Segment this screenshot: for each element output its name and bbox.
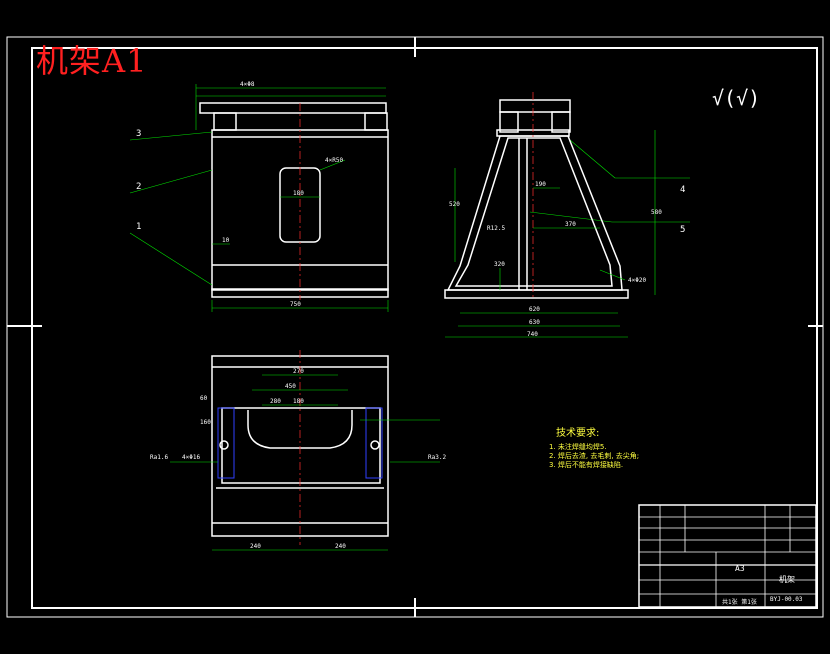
side-dim-c: 370 (565, 221, 576, 228)
top-dim-b: 450 (285, 383, 296, 390)
side-dim-base: 630 (529, 319, 540, 326)
title-block (638, 504, 817, 608)
side-dim-r: R12.5 (487, 225, 505, 232)
title-block-paper-size: A3 (735, 564, 745, 573)
side-dim-inner: 620 (529, 306, 540, 313)
front-dim-width: 750 (290, 301, 301, 308)
balloon-1: 1 (136, 222, 141, 232)
tech-req-item: 1. 未注焊缝均焊5. (549, 442, 607, 451)
top-view-dimensions (170, 374, 440, 551)
title-block-sheet: 共1张 第1张 (722, 598, 757, 606)
front-dim-top: 4×Φ8 (240, 81, 255, 88)
front-dim-left: 10 (222, 237, 230, 244)
top-dim-rough1: Ra1.6 (150, 454, 168, 461)
top-dim-e: 160 (200, 419, 211, 426)
sheet-inner-frame (31, 47, 818, 609)
sheet-outer-border (6, 36, 824, 618)
side-base-plate (444, 289, 629, 299)
side-top-plate (499, 99, 571, 113)
front-view (199, 102, 389, 300)
side-view-dimensions (445, 130, 656, 338)
top-dim-f: 60 (200, 395, 208, 402)
top-dim-hole1: 4×Φ16 (182, 454, 200, 461)
side-dim-overall: 740 (527, 331, 538, 338)
top-dim-c: 280 (270, 398, 281, 405)
side-dim-h2: 320 (494, 261, 505, 268)
balloon-2: 2 (136, 182, 141, 192)
front-view-dimensions (195, 84, 389, 312)
top-view-hatch (217, 407, 383, 479)
balloon-3: 3 (136, 129, 141, 139)
tech-req-item: 3. 焊后不能有焊接缺陷. (549, 460, 623, 469)
front-top-plate (199, 102, 387, 114)
top-dim-rough2: Ra3.2 (428, 454, 446, 461)
top-view (211, 350, 389, 545)
top-dim-left: 240 (250, 543, 261, 550)
front-dim-opening: 180 (293, 190, 304, 197)
tech-req-heading: 技术要求: (556, 426, 599, 439)
side-dim-height: 580 (651, 209, 662, 216)
tech-req-item: 2. 焊后去渣, 去毛刺, 去尖角; (549, 451, 639, 460)
side-dim-mid: 520 (449, 201, 460, 208)
front-dim-radius: 4×R50 (325, 157, 343, 164)
side-dim-h3: 190 (535, 181, 546, 188)
side-trapezoid-frame (446, 135, 623, 291)
drawing-title: 机架A1 (36, 42, 148, 80)
top-dim-d: 180 (293, 398, 304, 405)
title-block-part-name: 机架 (779, 574, 795, 584)
balloon-4: 4 (680, 185, 685, 195)
top-dim-right: 240 (335, 543, 346, 550)
top-dim-a: 270 (293, 368, 304, 375)
surface-finish-mark: √(√) (712, 86, 760, 110)
side-dim-holes: 4×Φ20 (628, 277, 646, 284)
title-block-drawing-no: BYJ-00.03 (770, 596, 803, 603)
side-view (444, 92, 629, 300)
balloon-5: 5 (680, 225, 685, 235)
centring-marks (7, 37, 823, 617)
balloon-leaders (129, 131, 690, 286)
